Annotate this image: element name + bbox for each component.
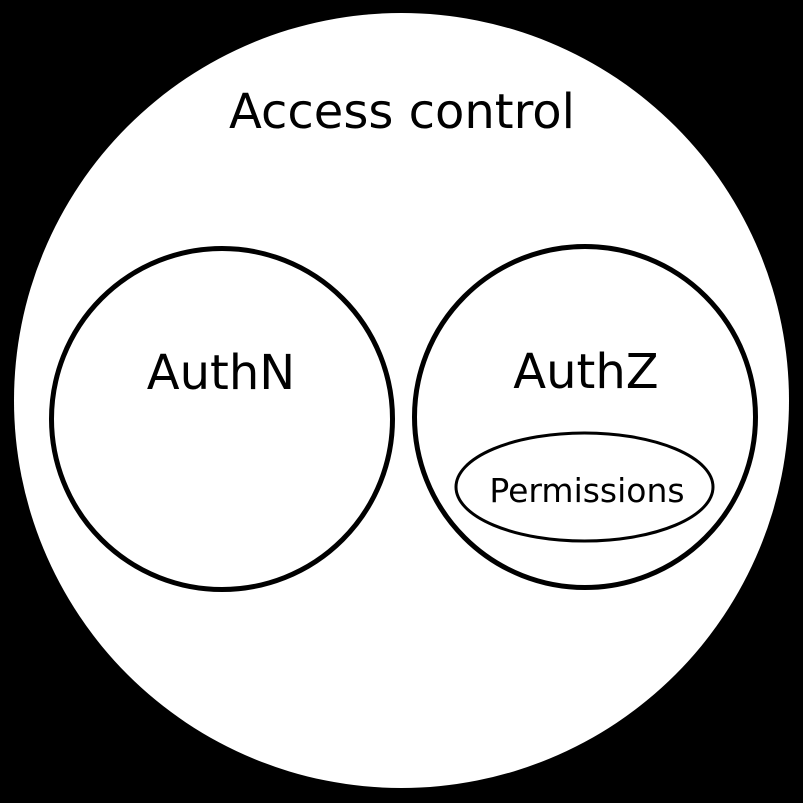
- permissions-subset-ellipse: [454, 431, 715, 543]
- authz-set-label: AuthZ: [513, 344, 658, 400]
- permissions-subset-label: Permissions: [489, 471, 684, 510]
- authn-set-label: AuthN: [147, 345, 295, 401]
- authn-set-circle: [49, 246, 395, 592]
- access-control-set-label: Access control: [229, 84, 575, 140]
- access-control-set-circle: [14, 13, 789, 788]
